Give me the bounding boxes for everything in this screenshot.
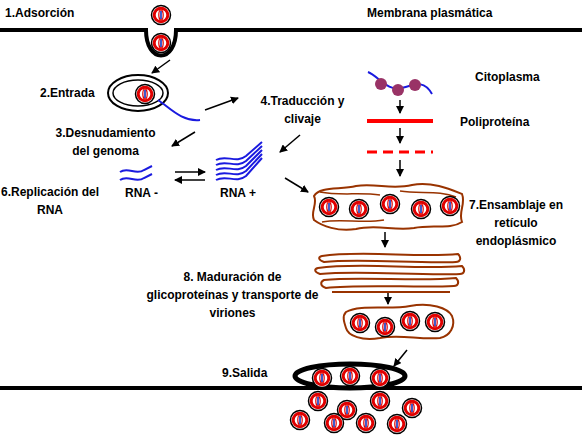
virion	[350, 200, 369, 219]
ribosomes	[375, 78, 421, 96]
step-arrow	[175, 179, 205, 181]
ribosomes	[392, 84, 404, 96]
virion	[325, 414, 344, 433]
rna-minus-strand	[120, 166, 152, 172]
part-label: RNA -	[125, 184, 158, 202]
rna-plus-strands	[216, 142, 262, 180]
virion	[401, 312, 420, 331]
virion	[357, 414, 376, 433]
step-arrow	[384, 232, 386, 247]
step-arrow	[172, 132, 195, 146]
rna-plus-strands	[216, 142, 262, 160]
step-arrow	[387, 293, 389, 304]
virion	[381, 195, 400, 214]
golgi	[319, 254, 460, 263]
exit-vesicle	[295, 364, 405, 388]
virion	[371, 369, 390, 388]
virion	[376, 318, 395, 337]
virion	[388, 415, 407, 434]
step-arrow	[399, 160, 401, 176]
endosome	[108, 75, 168, 111]
golgi	[315, 254, 464, 292]
endosome-inner	[113, 80, 163, 106]
part-label: Poliproteína	[460, 113, 529, 131]
step-arrow	[399, 100, 401, 113]
step-label: 7.Ensamblaje en retículo endoplásmico	[468, 196, 564, 250]
step-arrow	[394, 350, 407, 366]
step-label: 1.Adsorción	[5, 4, 74, 22]
rna-minus-strand	[120, 174, 152, 180]
golgi	[315, 266, 464, 275]
virion	[441, 197, 460, 216]
virion	[403, 399, 422, 418]
virion	[341, 367, 360, 386]
step-label: 6.Replicación del RNA	[0, 183, 100, 219]
ribosomes	[375, 78, 387, 90]
virion	[309, 392, 328, 411]
transport-vesicle	[344, 305, 454, 339]
region-label: Membrana plasmática	[367, 4, 492, 22]
step-label: 8. Maduración de glicoproteínas y transp…	[145, 268, 320, 322]
golgi	[332, 291, 450, 293]
step-label: 3.Desnudamiento del genoma	[48, 124, 163, 160]
plasma-membrane-top	[0, 30, 582, 56]
virion	[351, 314, 370, 333]
step-arrow	[280, 135, 300, 152]
ribosomes	[409, 79, 421, 91]
virion	[426, 313, 445, 332]
region-label: Citoplasma	[475, 68, 540, 86]
step-arrow	[205, 98, 238, 110]
virion	[320, 198, 339, 217]
virion	[152, 6, 171, 25]
step-arrow	[399, 128, 401, 143]
part-label: RNA +	[220, 184, 256, 202]
virion	[152, 34, 171, 53]
cleaved-polyprotein	[367, 151, 433, 154]
genome-rna	[158, 100, 200, 120]
virion	[136, 85, 155, 104]
virion	[313, 369, 332, 388]
step-arrow	[152, 60, 170, 73]
polyprotein	[367, 119, 433, 123]
step-label: 9.Salida	[222, 364, 267, 382]
er-fold	[320, 191, 456, 222]
step-arrow	[175, 171, 205, 173]
step-label: 4.Traducción y clivaje	[250, 92, 355, 128]
virion	[291, 411, 310, 430]
plasma-membrane-bottom	[0, 386, 582, 390]
golgi	[321, 278, 458, 288]
endoplasmic-reticulum	[313, 184, 463, 230]
step-arrow	[285, 178, 308, 192]
step-label: 2.Entrada	[40, 84, 95, 102]
virion	[412, 200, 431, 219]
virion	[371, 392, 390, 411]
